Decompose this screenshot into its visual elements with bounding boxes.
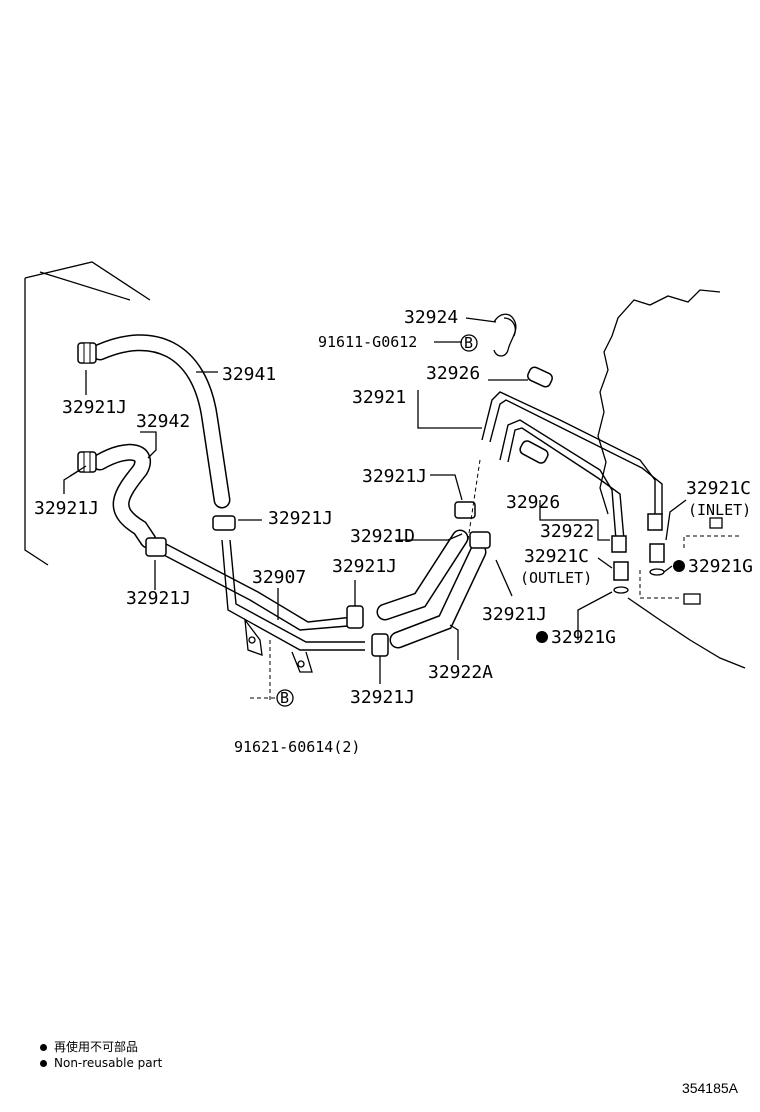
non-reusable-marker xyxy=(673,560,685,572)
sleeve-32926 xyxy=(519,440,549,464)
hose-32921d xyxy=(376,529,469,621)
union-32921c-outlet xyxy=(611,535,629,594)
part-label-32907: 32907 xyxy=(252,567,306,588)
illustration-code: 354185A xyxy=(681,1080,738,1096)
right-component-outline xyxy=(597,289,746,669)
hose-32922a xyxy=(389,543,487,649)
part-label-32921j: 32921J xyxy=(350,687,415,708)
bolt-marker-b2: B xyxy=(276,689,294,707)
bullet-icon xyxy=(40,1044,47,1051)
part-label-32941: 32941 xyxy=(222,364,276,385)
part-label-32921j: 32921J xyxy=(332,556,397,577)
part-label-32921j: 32921J xyxy=(268,508,333,529)
part-label-32921j: 32921J xyxy=(126,588,191,609)
part-label-32926: 32926 xyxy=(426,363,480,384)
sleeve-32926 xyxy=(527,366,553,388)
legend-line-jp: 再使用不可部品 xyxy=(40,1038,138,1055)
part-label-32921g: 32921G xyxy=(688,556,753,577)
part-label-32922a: 32922A xyxy=(428,662,493,683)
bullet-icon xyxy=(40,1060,47,1067)
part-label-32921j: 32921J xyxy=(34,498,99,519)
mount-boss xyxy=(683,593,701,605)
bolt-marker-b1: B xyxy=(460,334,478,352)
hose-32941 xyxy=(91,334,231,509)
part-label-32921d: 32921D xyxy=(350,526,415,547)
part-label-32921c-outlet: 32921C xyxy=(524,546,589,567)
legend-text-jp: 再使用不可部品 xyxy=(54,1040,139,1054)
part-label-32921j: 32921J xyxy=(62,397,127,418)
legend-line-en: Non-reusable part xyxy=(40,1056,162,1070)
union-32921c-inlet xyxy=(647,513,665,576)
svg-text:B: B xyxy=(464,334,473,352)
clamp-32924 xyxy=(493,313,517,357)
outlet-note: (OUTLET) xyxy=(520,569,592,587)
svg-text:B: B xyxy=(280,689,289,707)
legend-text-en: Non-reusable part xyxy=(54,1056,163,1070)
part-label-32924: 32924 xyxy=(404,307,458,328)
clamp-32921j xyxy=(77,342,491,657)
part-label-32921g: 32921G xyxy=(551,627,616,648)
part-label-91621-60614: 91621-60614(2) xyxy=(234,738,360,756)
hose-32942 xyxy=(91,443,157,549)
pipe-32921 xyxy=(481,391,663,515)
mount-boss xyxy=(709,517,723,529)
part-label-32921j: 32921J xyxy=(362,466,427,487)
part-label-32942: 32942 xyxy=(136,411,190,432)
part-label-32921j: 32921J xyxy=(482,604,547,625)
non-reusable-marker xyxy=(536,631,548,643)
inlet-note: (INLET) xyxy=(688,501,751,519)
tube-32907 xyxy=(157,539,365,673)
part-label-32921: 32921 xyxy=(352,387,406,408)
leader-lines xyxy=(63,317,740,700)
left-component-outline xyxy=(24,261,151,566)
part-label-32921c-inlet: 32921C xyxy=(686,478,751,499)
part-label-32926: 32926 xyxy=(506,492,560,513)
pipe-32922 xyxy=(499,419,625,541)
part-label-91611-g0612: 91611-G0612 xyxy=(318,333,417,351)
part-label-32922: 32922 xyxy=(540,521,594,542)
